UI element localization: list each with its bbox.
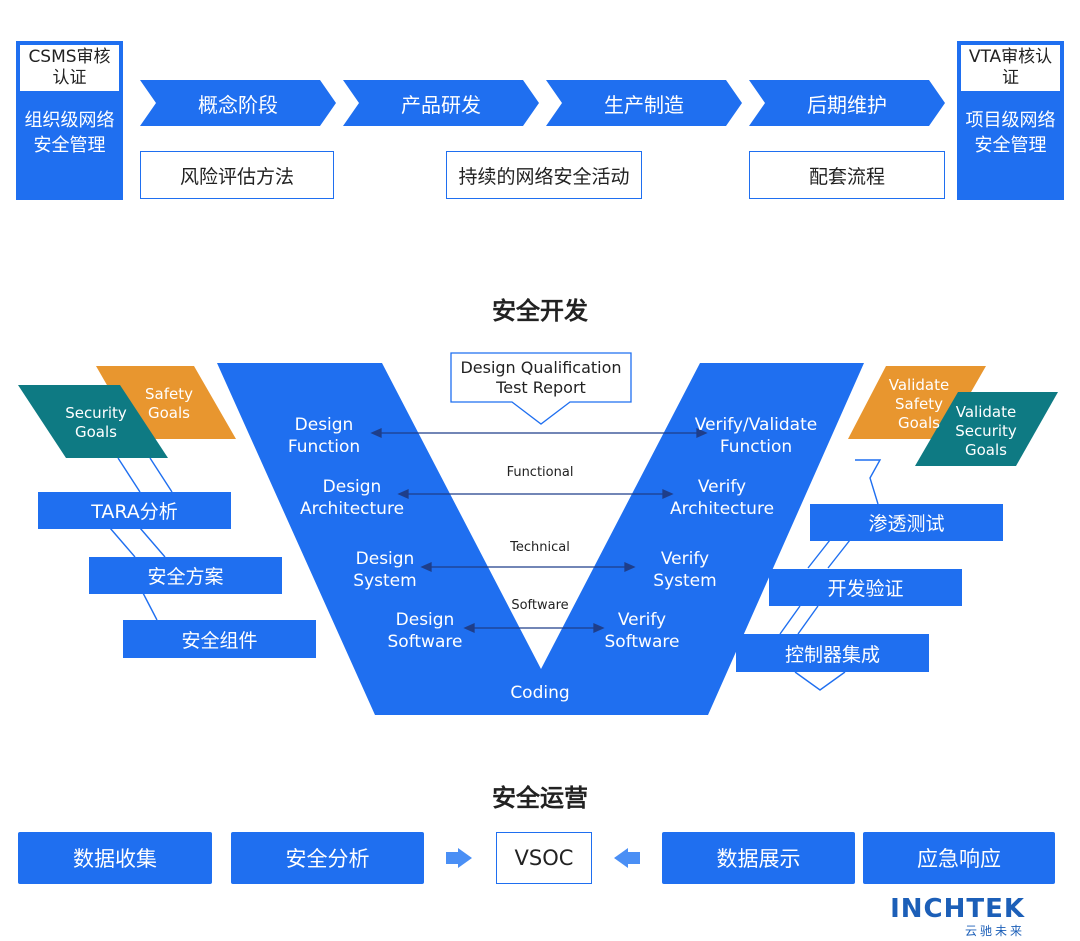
validate-safety-goals-label: Validate Safety Goals <box>888 376 950 432</box>
ops-data-collection-box: 数据收集 <box>18 832 212 884</box>
vsoc-box: VSOC <box>496 832 592 884</box>
level-software-label: Software <box>511 598 569 613</box>
support-risk-method: 风险评估方法 <box>140 151 334 199</box>
design-architecture-l2: Architecture <box>299 499 405 519</box>
security-goals-label: Security Goals <box>65 404 127 441</box>
arrow-left-icon <box>614 848 640 868</box>
controller-integration-box: 控制器集成 <box>736 634 929 672</box>
design-architecture-l1: Design <box>322 477 382 497</box>
phase-development: 产品研发 <box>343 80 539 126</box>
brand-name: INCHTEK <box>890 894 1025 924</box>
design-software-l1: Design <box>395 610 455 630</box>
vta-audit-label: VTA审核认证 <box>961 45 1060 91</box>
validate-security-goals-label: Validate Security Goals <box>955 403 1017 459</box>
phase-production: 生产制造 <box>546 80 742 126</box>
security-plan-box: 安全方案 <box>89 557 282 594</box>
level-arrows <box>370 427 708 634</box>
phase-production-label: 生产制造 <box>604 92 684 117</box>
verify-function-l1: Verify/Validate <box>694 415 818 435</box>
right-stair-lines <box>779 459 882 691</box>
design-software-l2: Software <box>387 632 463 652</box>
verify-function-l2: Function <box>719 437 793 457</box>
verify-architecture-l2: Architecture <box>669 499 775 519</box>
security-goals-shape <box>18 385 168 458</box>
support-processes: 配套流程 <box>749 151 945 199</box>
inchtek-logo: INCHTEK 云驰未来 <box>890 896 1025 939</box>
csms-column: CSMS审核认证 组织级网络安全管理 <box>16 41 123 200</box>
project-level-management-label: 项目级网络安全管理 <box>965 110 1056 156</box>
design-system-l2: System <box>353 571 417 591</box>
penetration-test-box: 渗透测试 <box>810 504 1003 541</box>
phase-maintenance: 后期维护 <box>749 80 945 126</box>
security-components-box: 安全组件 <box>123 620 316 658</box>
design-system-l1: Design <box>355 549 415 569</box>
report-label: Design Qualification Test Report <box>460 358 622 397</box>
brand-subtitle: 云驰未来 <box>964 924 1025 938</box>
report-callout <box>450 352 632 425</box>
validate-security-goals-shape <box>915 392 1058 466</box>
verify-system-l2: System <box>653 571 717 591</box>
vta-column: VTA审核认证 项目级网络安全管理 <box>957 41 1064 200</box>
v-shape <box>217 363 864 715</box>
left-stair-lines <box>109 457 225 621</box>
level-functional-label: Functional <box>506 465 574 480</box>
verify-software-l2: Software <box>604 632 680 652</box>
v-model-diagram <box>18 352 1058 715</box>
ops-emergency-response-box: 应急响应 <box>863 832 1055 884</box>
ops-security-analysis-box: 安全分析 <box>231 832 424 884</box>
ops-data-display-box: 数据展示 <box>662 832 855 884</box>
design-function-l1: Design <box>294 415 354 435</box>
tara-analysis-box: TARA分析 <box>38 492 231 529</box>
phase-concept-label: 概念阶段 <box>198 92 278 117</box>
verify-system-l1: Verify <box>660 549 710 569</box>
phase-concept: 概念阶段 <box>140 80 336 126</box>
design-function-l2: Function <box>287 437 361 457</box>
csms-audit-label: CSMS审核认证 <box>20 45 119 91</box>
verify-architecture-l1: Verify <box>697 477 747 497</box>
arrow-right-icon <box>446 848 472 868</box>
security-operations-title: 安全运营 <box>492 784 588 812</box>
level-technical-label: Technical <box>510 540 570 555</box>
support-continuous-activities: 持续的网络安全活动 <box>446 151 642 199</box>
verify-software-l1: Verify <box>617 610 667 630</box>
safety-goals-label: Safety Goals <box>145 385 193 422</box>
secure-development-title: 安全开发 <box>492 297 588 325</box>
development-verification-box: 开发验证 <box>769 569 962 606</box>
phase-development-label: 产品研发 <box>401 92 481 117</box>
phase-maintenance-label: 后期维护 <box>807 92 887 117</box>
org-level-management-label: 组织级网络安全管理 <box>24 110 115 156</box>
coding-label: Coding <box>510 683 570 703</box>
